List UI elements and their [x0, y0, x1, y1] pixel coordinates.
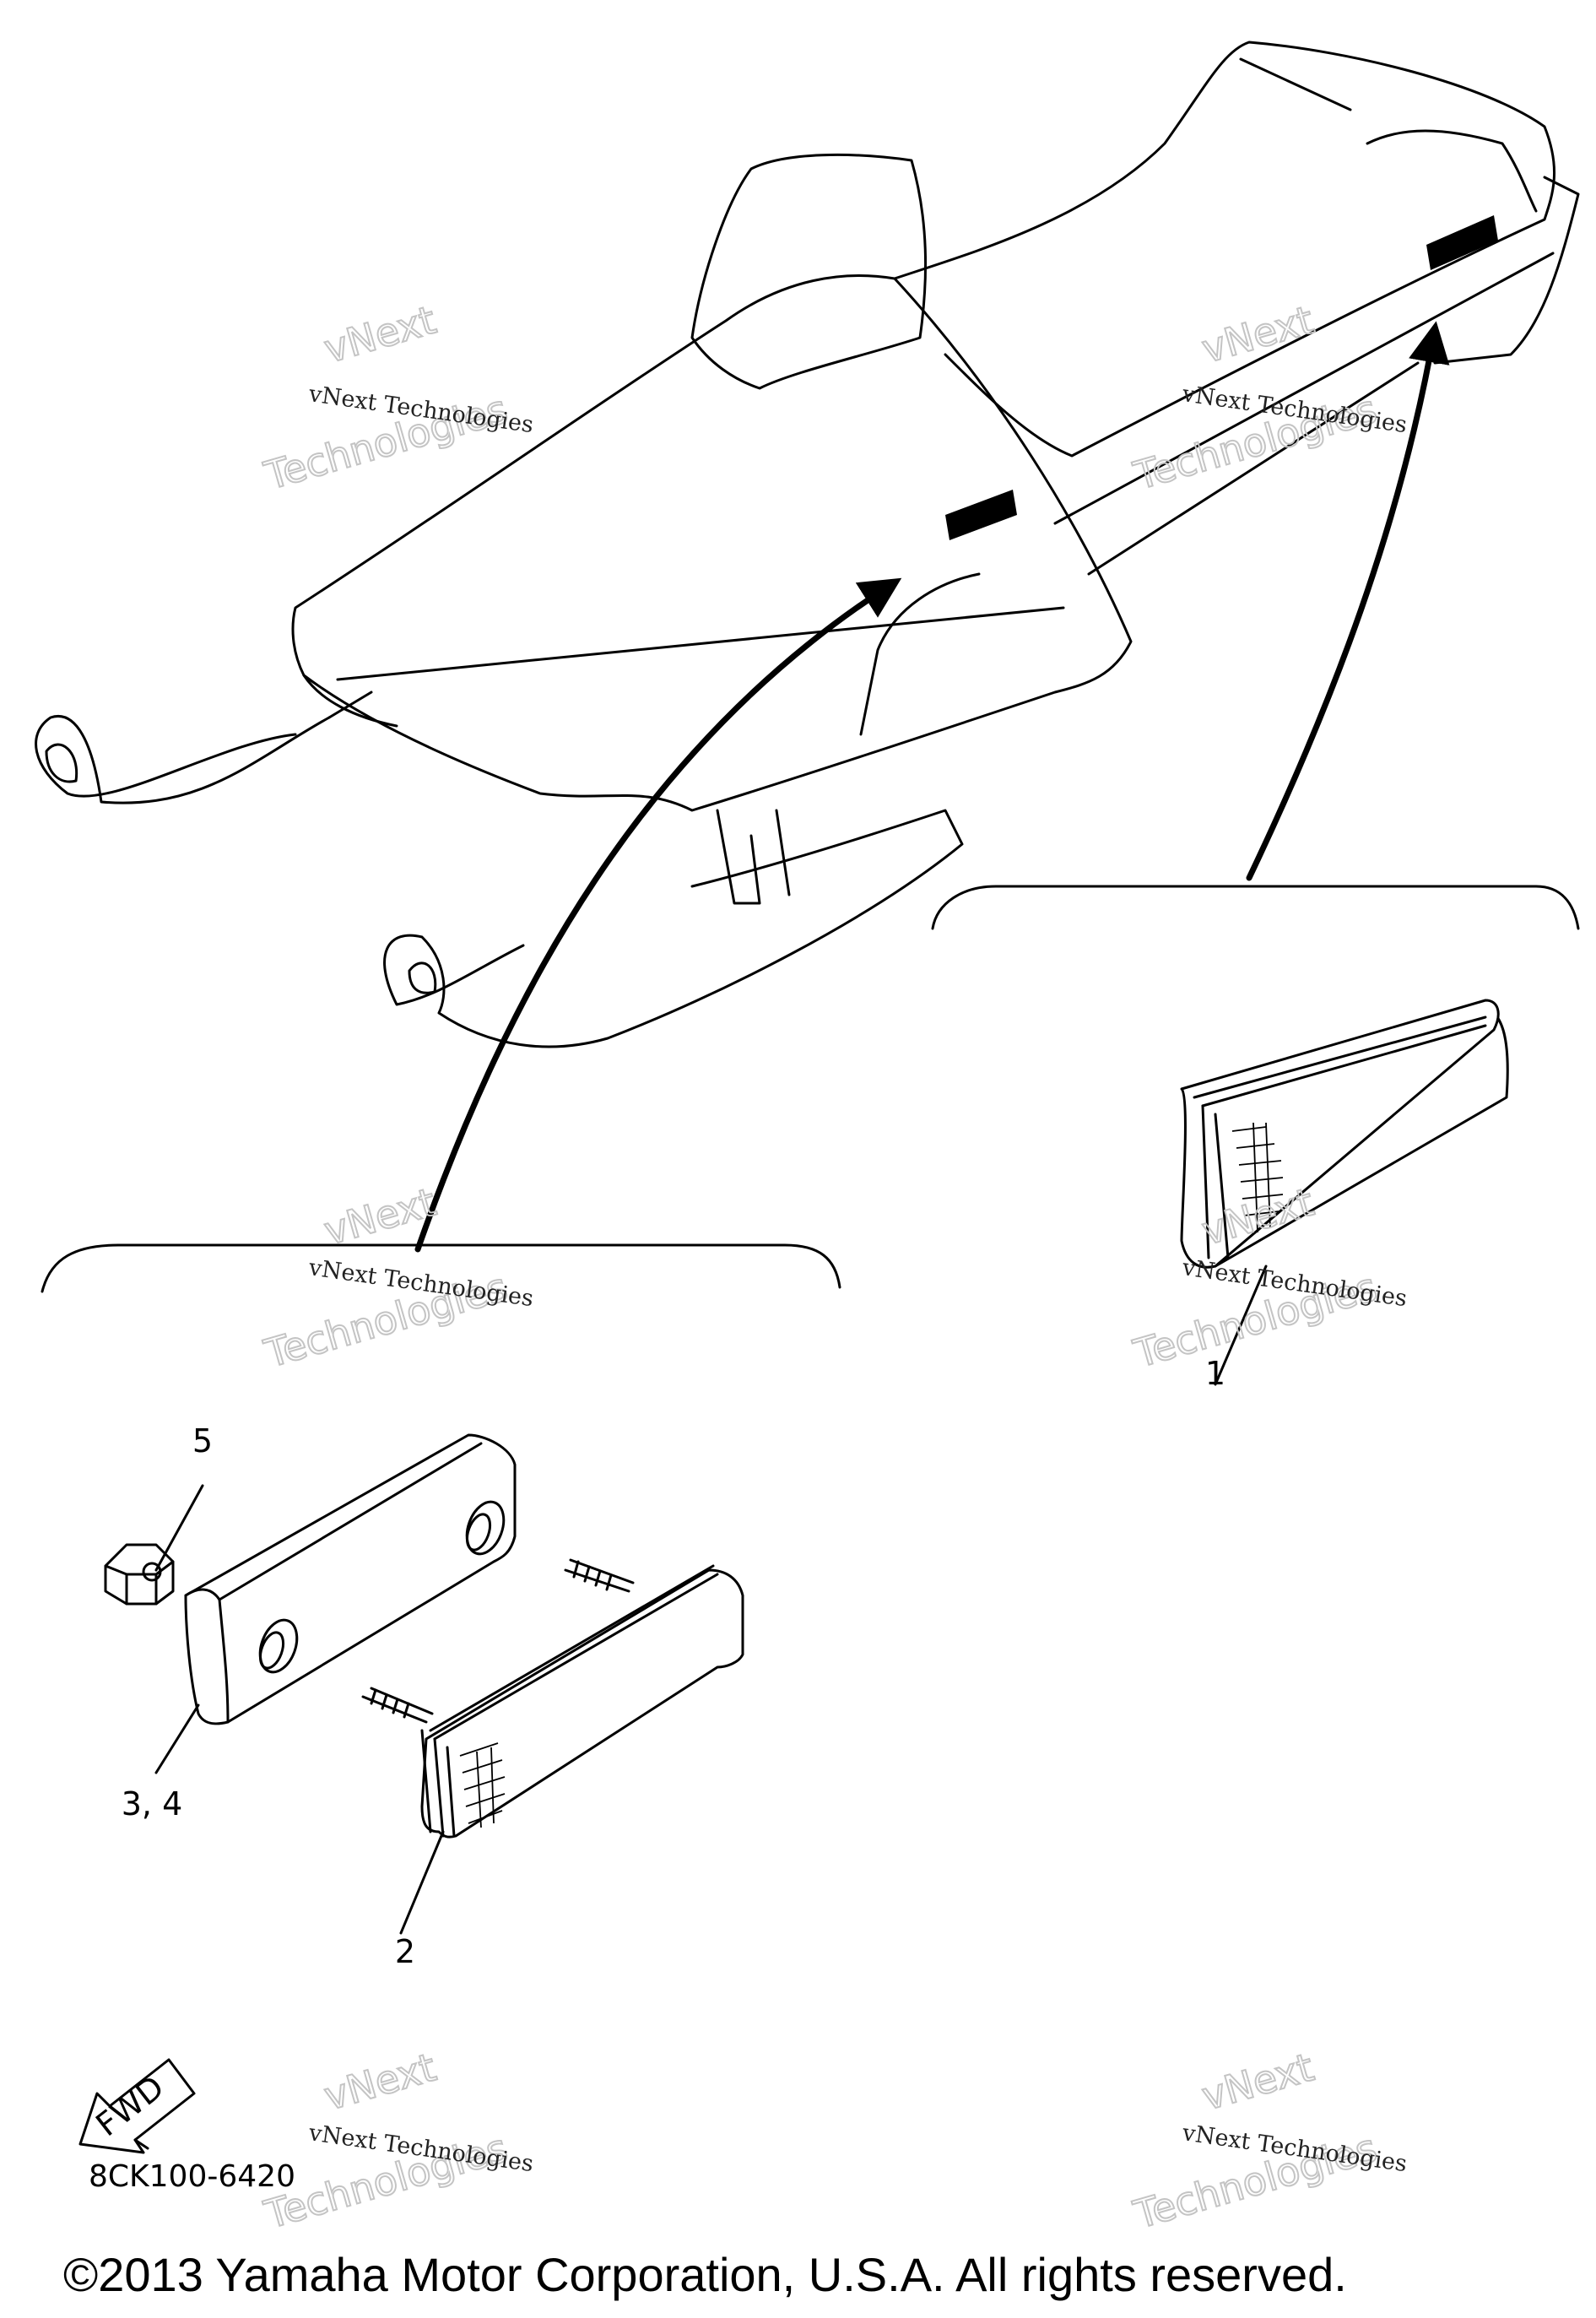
- snowmobile-hood: [291, 274, 1133, 812]
- watermark-mid-right: vNext Technologies vNext Technologies: [1128, 1178, 1409, 1378]
- part-1-reflector: [1180, 999, 1509, 1386]
- diagram-part-code: 8CK100-6420: [89, 2159, 295, 2194]
- callout-3-4: 3, 4: [122, 1785, 183, 1822]
- svg-text:vNext: vNext: [1197, 2044, 1318, 2120]
- svg-text:vNext: vNext: [319, 297, 441, 372]
- part-3-4-bracket: [154, 1433, 517, 1774]
- front-ski-upper: [35, 715, 331, 804]
- bracket-left: [41, 1243, 841, 1293]
- reflector-mark-rear: [1426, 215, 1498, 270]
- watermark-mid-left: vNext Technologies vNext Technologies: [258, 1178, 535, 1378]
- callout-5: 5: [192, 1422, 213, 1460]
- watermark-bottom-left: vNext Technologies vNext Technologies: [258, 2044, 535, 2239]
- reflector-mark-front: [945, 490, 1017, 540]
- leader-front: [414, 577, 902, 1253]
- fwd-arrow-icon: [78, 2058, 196, 2154]
- leader-rear: [1246, 321, 1450, 881]
- bracket-right: [931, 885, 1580, 930]
- copyright-notice: ©2013 Yamaha Motor Corporation, U.S.A. A…: [63, 2248, 1347, 2301]
- seat: [893, 41, 1555, 458]
- part-2-reflector: [361, 1558, 744, 1935]
- windshield: [690, 153, 928, 390]
- watermark-bottom-right: vNext Technologies vNext Technologies: [1128, 2044, 1409, 2239]
- front-ski-lower: [383, 809, 964, 1048]
- part-5-nut: [104, 1484, 204, 1606]
- callout-2: 2: [395, 1933, 415, 1970]
- watermark-top-left: vNext Technologies vNext Technologies: [258, 296, 535, 500]
- callout-1: 1: [1205, 1355, 1225, 1392]
- svg-text:vNext: vNext: [319, 2044, 441, 2120]
- snowmobile-illustration: [35, 41, 1580, 1293]
- watermark-top-right: vNext Technologies vNext Technologies: [1128, 296, 1409, 500]
